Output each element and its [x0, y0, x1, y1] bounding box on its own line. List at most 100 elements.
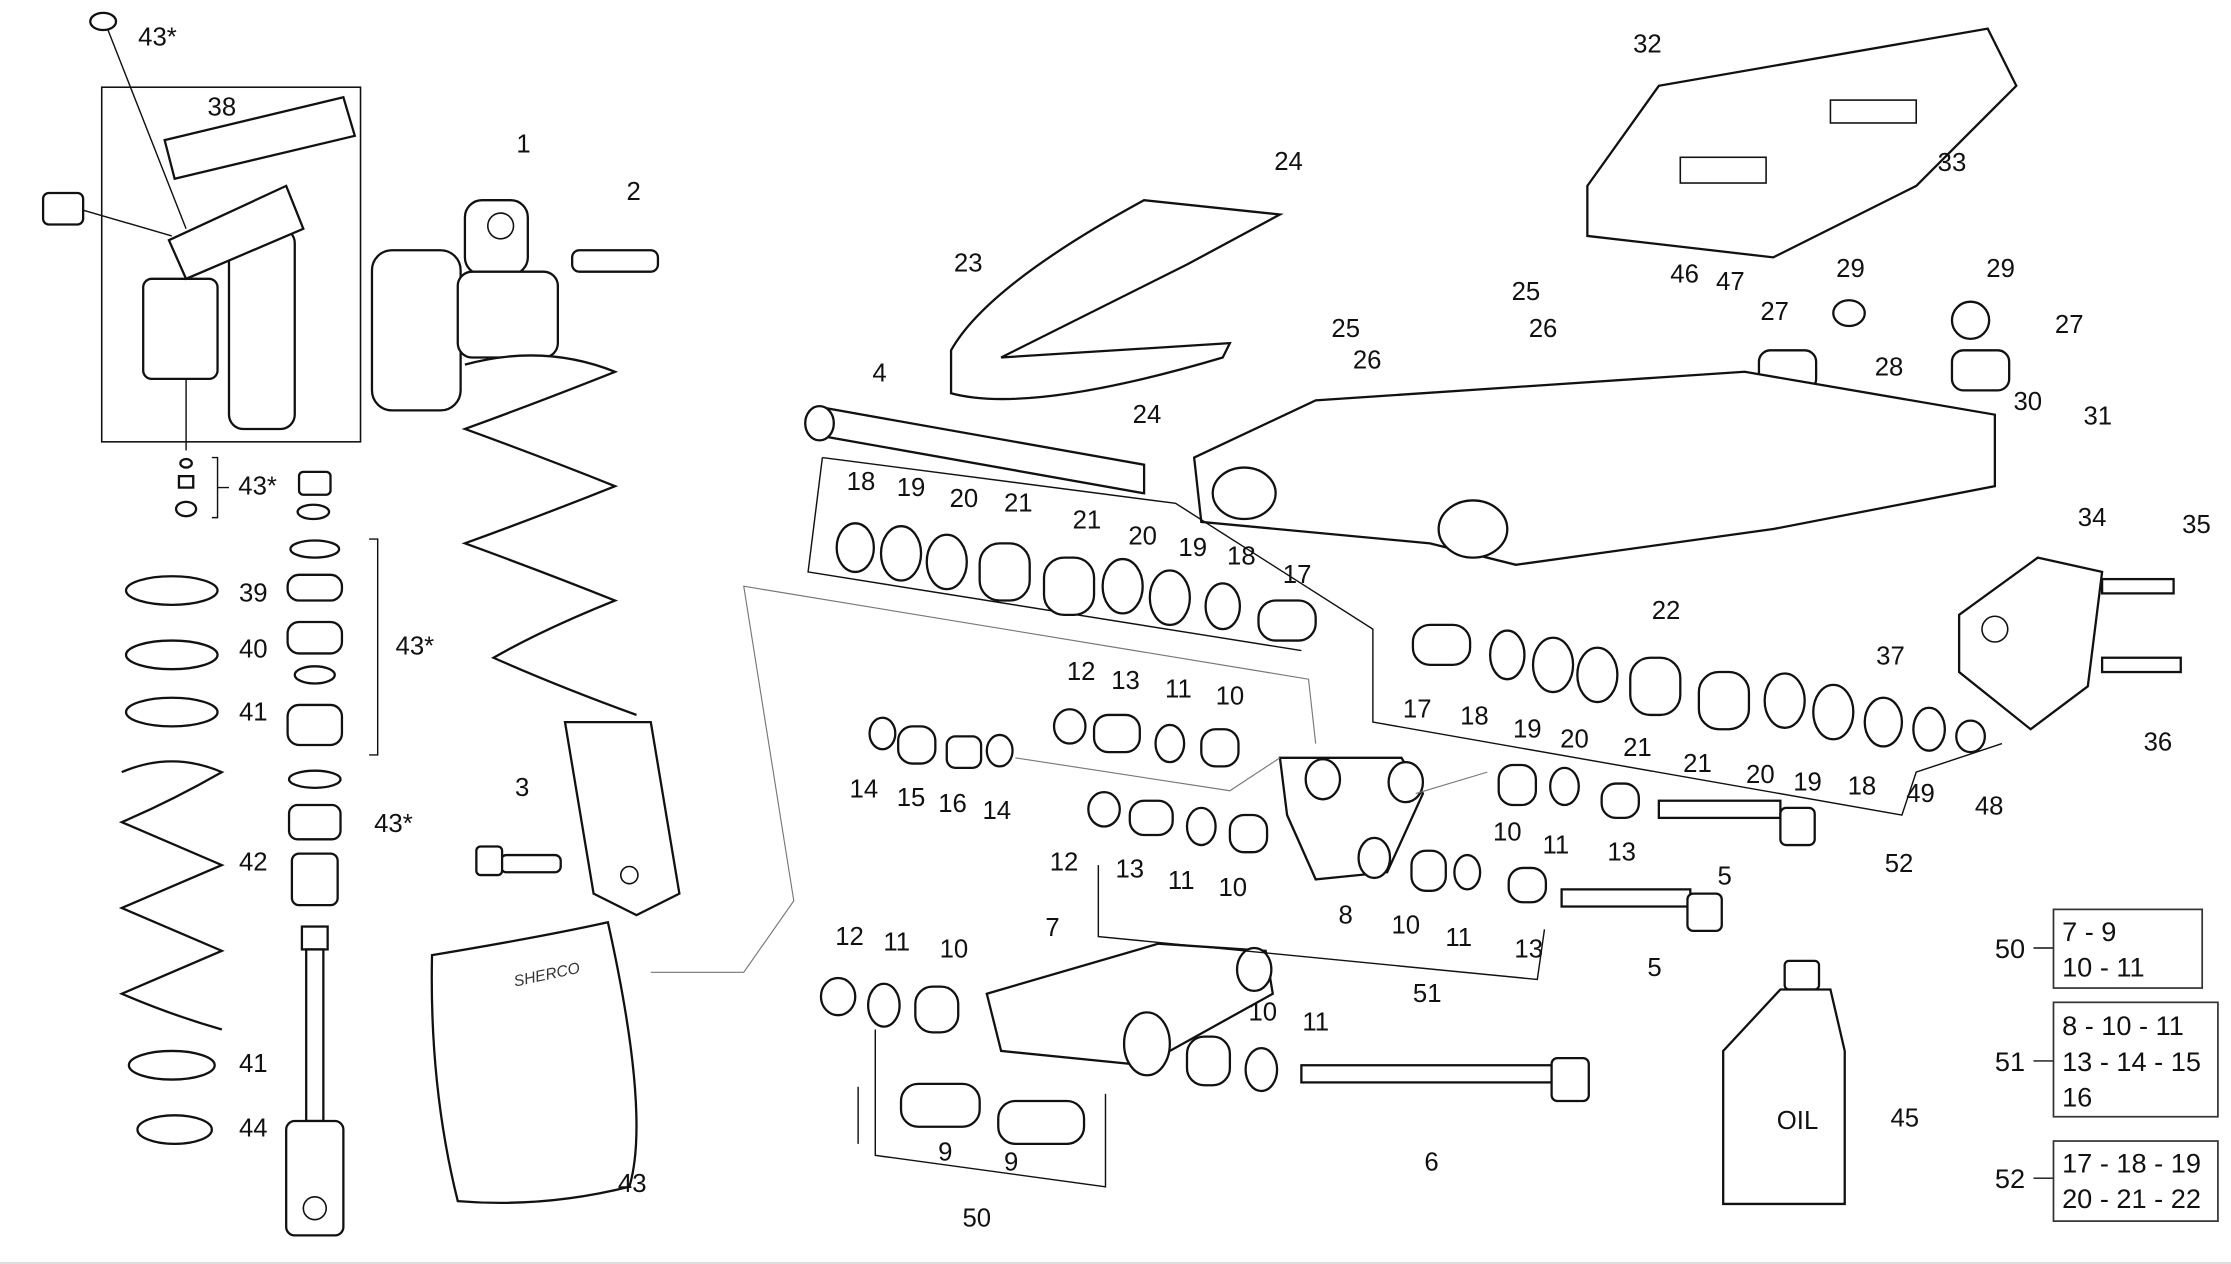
kit-line: 10 - 11 [2062, 952, 2145, 983]
kit-51: 51 8 - 10 - 11 13 - 14 - 15 16 [1995, 1001, 2219, 1118]
kit-line: 17 - 18 - 19 [2062, 1147, 2201, 1178]
kit-line: 7 - 9 [2062, 916, 2116, 947]
callout-label: 13 [1111, 667, 1140, 695]
callout-label: 19 [1513, 715, 1542, 743]
callout-label: 8 [1339, 901, 1353, 929]
callout-label: 26 [1529, 315, 1558, 343]
callout-label: 43* [396, 633, 435, 661]
callout-label: 18 [1848, 773, 1877, 801]
callout-label: 41 [239, 698, 268, 726]
callout-label: 43* [374, 810, 413, 838]
callout-label: 48 [1975, 793, 2004, 821]
callout-label: 49 [1906, 780, 1935, 808]
callout-label: 24 [1274, 148, 1303, 176]
callout-label: 10 [1248, 999, 1277, 1027]
callout-label: 37 [1876, 643, 1905, 671]
callout-label: 29 [1986, 255, 2015, 283]
callout-label: 7 [1045, 914, 1059, 942]
callout-label: 47 [1716, 268, 1745, 296]
callout-label: 44 [239, 1114, 268, 1142]
callout-label: 11 [1168, 867, 1195, 895]
callout-label: 43* [138, 23, 177, 51]
callout-label: 26 [1353, 347, 1382, 375]
kit-id: 50 [1995, 933, 2025, 964]
spring-parts [118, 575, 225, 1146]
callout-label: 21 [1004, 490, 1033, 518]
callout-label: 18 [1227, 542, 1256, 570]
callout-label: 18 [847, 468, 876, 496]
callout-label: 46 [1670, 261, 1699, 289]
callout-label: 13 [1607, 838, 1636, 866]
callout-label: 52 [1885, 850, 1914, 878]
callout-label: 19 [1793, 768, 1822, 796]
callout-label: 40 [239, 635, 268, 663]
callout-label: 12 [1050, 848, 1079, 876]
callout-label: 2 [626, 178, 640, 206]
callout-label: 34 [2078, 504, 2107, 532]
callout-label: 3 [515, 774, 529, 802]
tool-bag: SHERCO [430, 585, 1317, 1204]
callout-label: 13 [1115, 856, 1144, 884]
kit-52: 52 17 - 18 - 19 20 - 21 - 22 [1995, 1140, 2219, 1222]
kit-line: 8 - 10 - 11 [2062, 1010, 2184, 1041]
callout-label: 14 [983, 797, 1012, 825]
callout-label: 45 [1890, 1104, 1919, 1132]
callout-label: 41 [239, 1050, 268, 1078]
callout-label: 17 [1283, 561, 1312, 589]
callout-label: 14 [850, 776, 879, 804]
shock-seal-stack [285, 470, 379, 1237]
callout-label: 20 [1560, 725, 1589, 753]
bearing-row-upper [835, 522, 1317, 642]
callout-label: 20 [1746, 761, 1775, 789]
linkage [819, 708, 1816, 1188]
callout-label: 4 [872, 359, 886, 387]
callout-label: 11 [1445, 924, 1472, 952]
callout-label: 13 [1514, 936, 1543, 964]
callout-label: 21 [1683, 750, 1712, 778]
oil-bottle: OIL [1722, 959, 1846, 1206]
callout-label: 10 [1216, 683, 1245, 711]
kit-line: 13 - 14 - 15 [2062, 1046, 2201, 1077]
callout-label: 10 [1391, 911, 1420, 939]
caliper-bracket [1957, 556, 2182, 731]
callout-label: 24 [1133, 401, 1162, 429]
callout-label: 38 [208, 93, 237, 121]
callout-label: 29 [1836, 255, 1865, 283]
callout-label: 16 [938, 790, 967, 818]
kit-id: 51 [1995, 1046, 2025, 1077]
callout-label: 19 [897, 474, 926, 502]
callout-label: 12 [835, 923, 864, 951]
callout-label: 20 [1128, 522, 1157, 550]
callout-label: 23 [954, 249, 983, 277]
callout-label: 27 [1760, 298, 1789, 326]
callout-label: 21 [1073, 507, 1102, 535]
callout-label: 19 [1178, 534, 1207, 562]
callout-label: 36 [2144, 728, 2173, 756]
kit-line: 16 [2062, 1082, 2092, 1113]
callout-label: 5 [1647, 954, 1661, 982]
callout-label: 1 [516, 131, 530, 159]
callout-label: 33 [1938, 149, 1967, 177]
callout-label: 17 [1403, 695, 1432, 723]
callout-label: 27 [2055, 311, 2084, 339]
kit-50: 50 7 - 9 10 - 11 [1995, 908, 2204, 989]
callout-label: 12 [1067, 658, 1096, 686]
callout-label: 10 [1218, 874, 1247, 902]
swingarm [804, 370, 2003, 816]
callout-label: 51 [1413, 980, 1442, 1008]
callout-label: 9 [938, 1139, 952, 1167]
kit-line: 20 - 21 - 22 [2062, 1183, 2201, 1214]
callout-label: 5 [1717, 863, 1731, 891]
callout-label: 18 [1460, 703, 1489, 731]
callout-label: 35 [2182, 511, 2211, 539]
callout-label: 15 [897, 784, 926, 812]
callout-label: 6 [1424, 1149, 1438, 1177]
callout-label: 22 [1652, 597, 1681, 625]
callout-label: 10 [1493, 818, 1522, 846]
reservoir-inset [41, 11, 362, 519]
callout-label: 9 [1004, 1149, 1018, 1177]
callout-label: 43 [618, 1170, 647, 1198]
callout-label: 11 [1302, 1009, 1329, 1037]
callout-label: 50 [962, 1204, 991, 1232]
